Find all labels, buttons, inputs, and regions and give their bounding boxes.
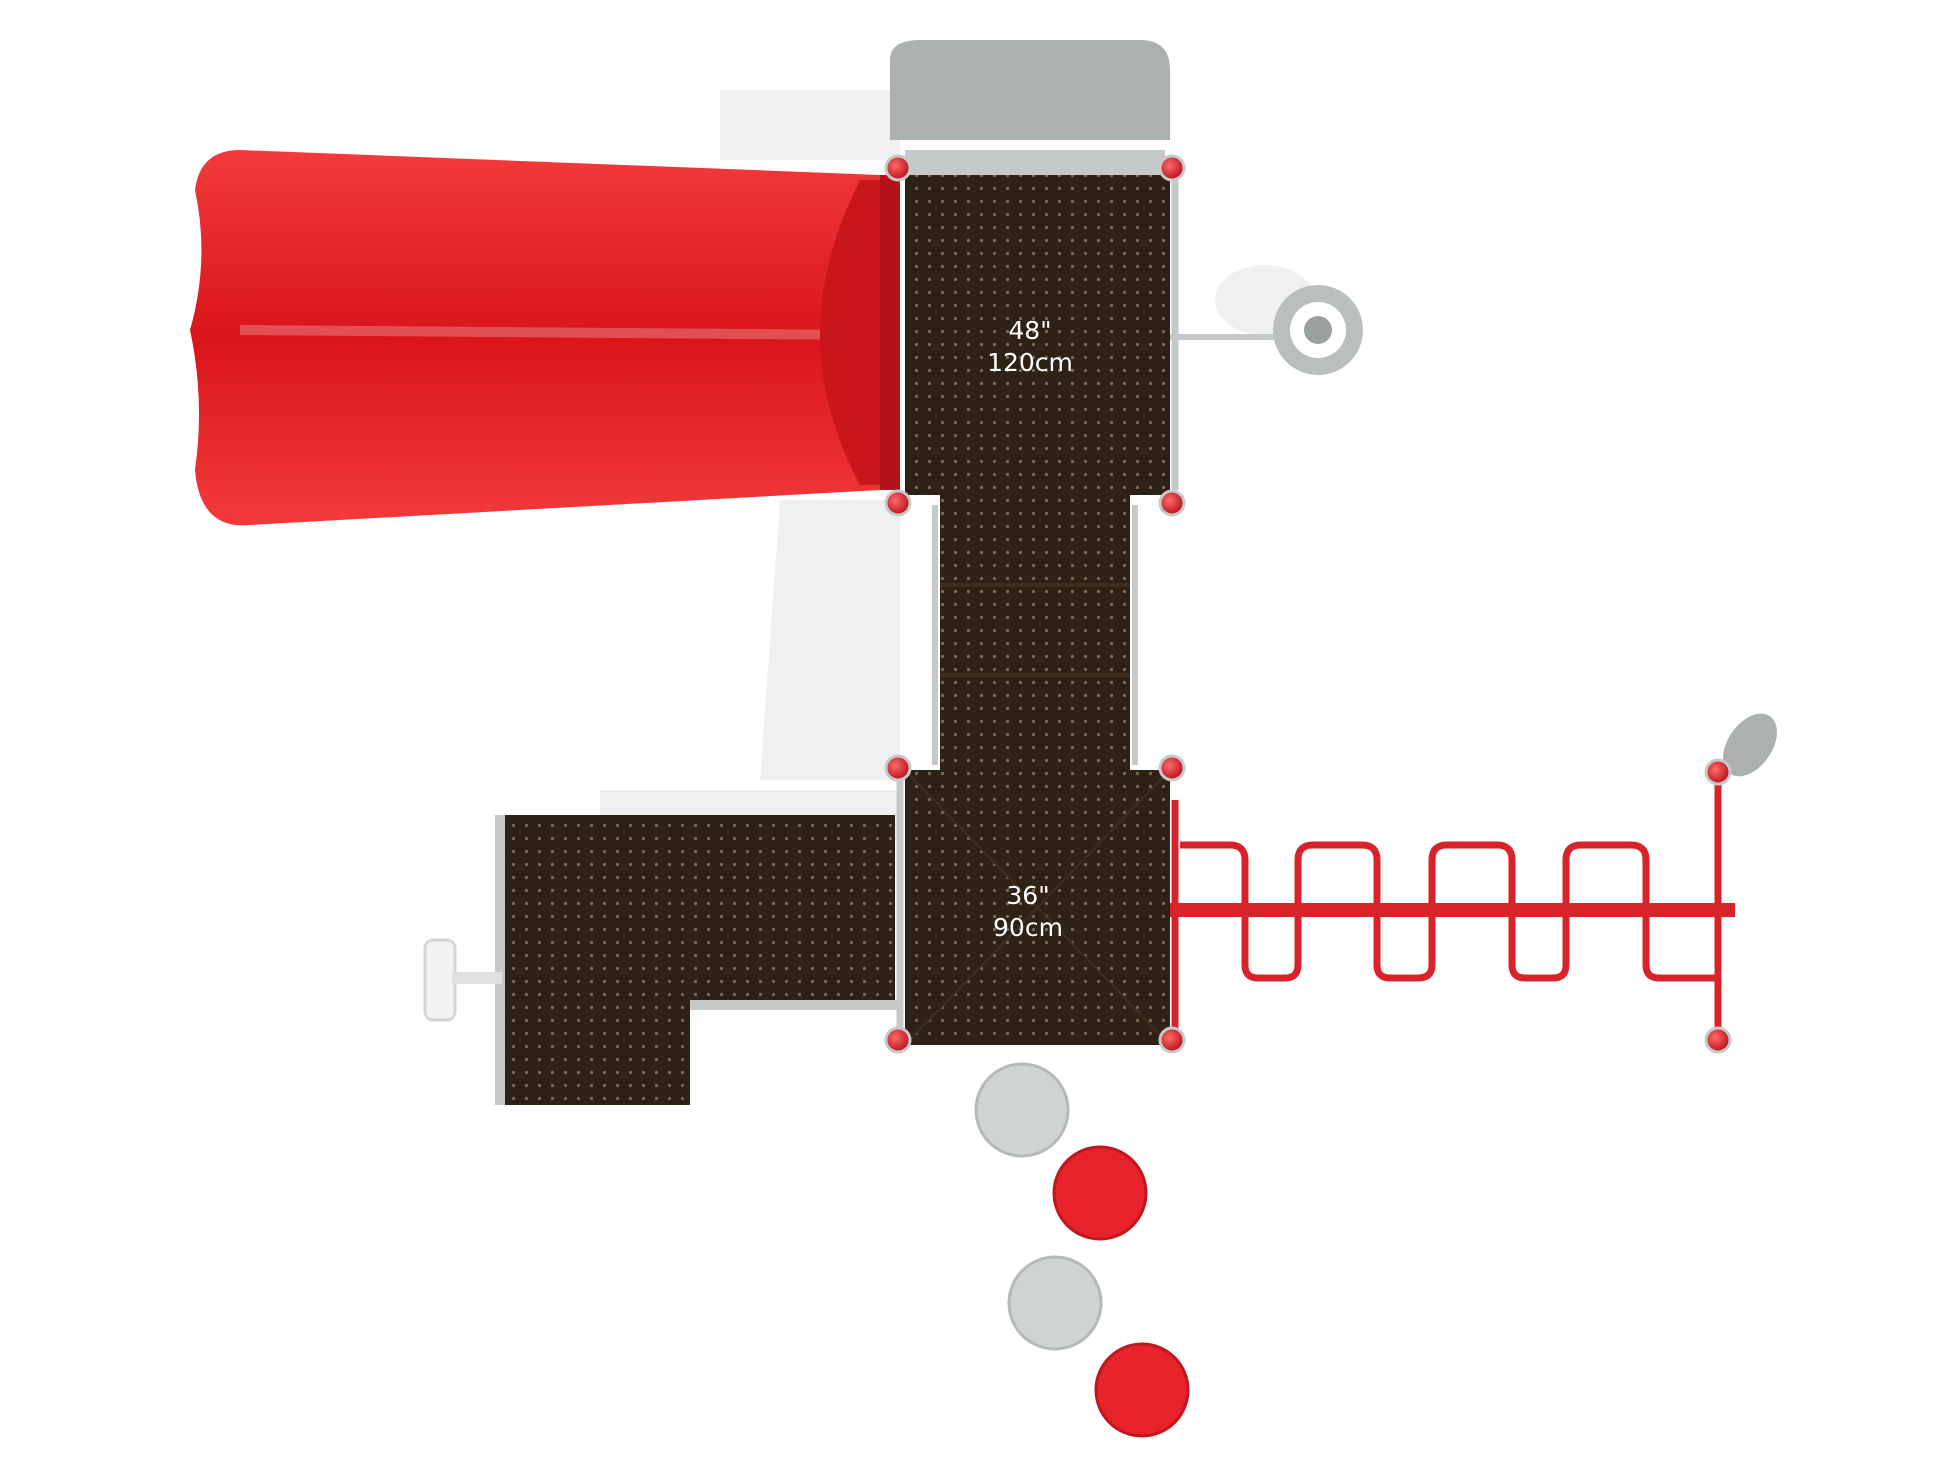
upper-deck-height-imperial: 48" [1008, 316, 1052, 345]
lower-deck-height-label: 36" 90cm [948, 880, 1108, 944]
side-rails [896, 170, 1179, 1040]
upper-deck-height-label: 48" 120cm [950, 315, 1110, 379]
stepping-stones [974, 1062, 1190, 1438]
post-1 [884, 154, 912, 182]
post-5 [884, 754, 912, 782]
lower-deck-height-imperial: 36" [1006, 881, 1050, 910]
upper-deck-height-metric: 120cm [987, 348, 1073, 377]
connecting-deck [932, 495, 1138, 770]
post-8 [1158, 1026, 1186, 1054]
post-2 [1158, 154, 1186, 182]
step-decks [495, 815, 900, 1105]
ladder-handle-icon [1723, 713, 1777, 777]
stepping-stone-icon [974, 1062, 1070, 1158]
roof-icon [890, 40, 1170, 180]
slide-icon [190, 150, 900, 526]
post-6 [1158, 754, 1186, 782]
lower-deck-height-metric: 90cm [993, 913, 1063, 942]
tic-tac-toe-panel-icon [423, 938, 502, 1022]
post-10 [1704, 1026, 1732, 1054]
posts [884, 154, 1732, 1054]
post-4 [1158, 489, 1186, 517]
lower-deck [904, 769, 1171, 1046]
stepping-stone-icon [1007, 1255, 1103, 1351]
steering-wheel-icon [1170, 285, 1363, 375]
post-9 [1704, 758, 1732, 786]
horizontal-ladder-icon [1170, 780, 1735, 1040]
stepping-stone-icon [1094, 1342, 1190, 1438]
upper-deck [905, 175, 1170, 495]
stepping-stone-icon [1052, 1145, 1148, 1241]
post-7 [884, 1026, 912, 1054]
post-3 [884, 489, 912, 517]
